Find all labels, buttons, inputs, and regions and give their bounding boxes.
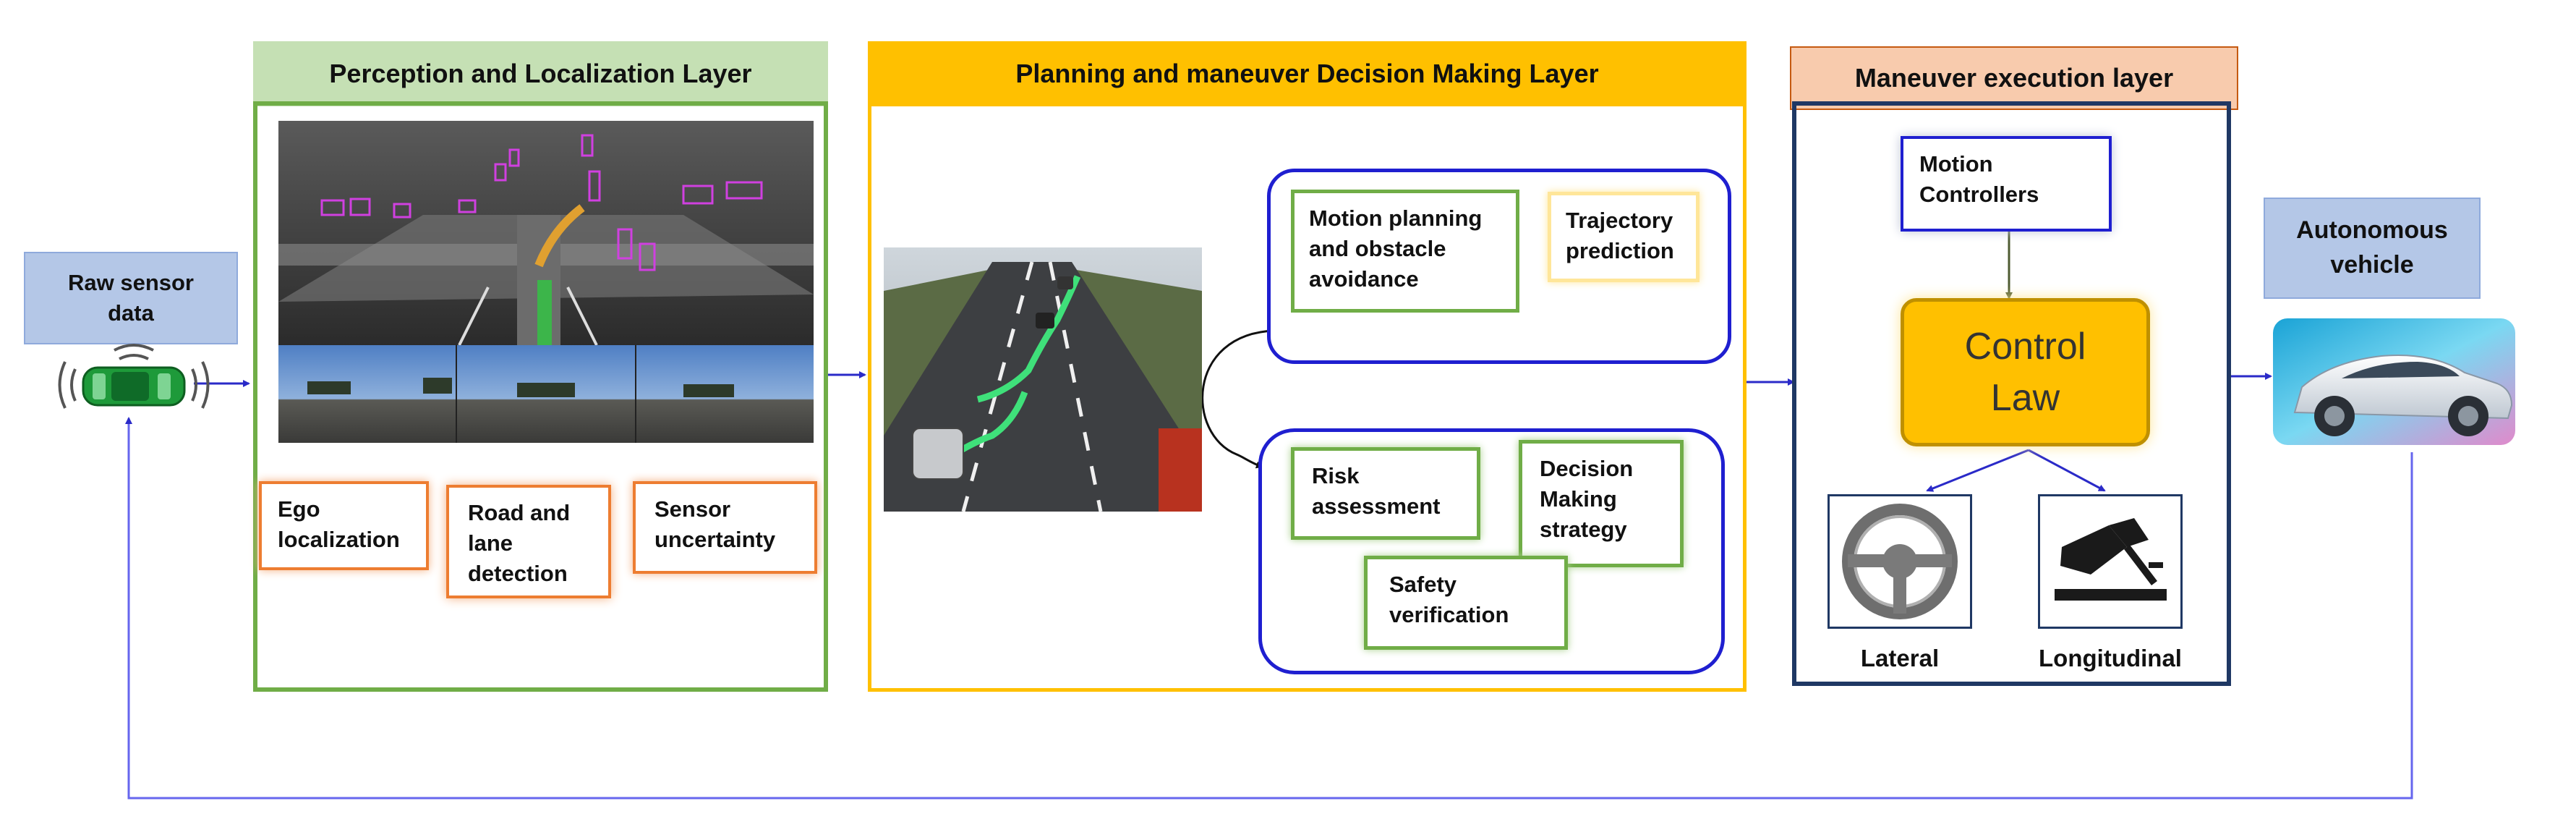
- planning-layer-frame: [868, 101, 1747, 692]
- arrow-controllaw-to-lateral: [1926, 449, 2029, 492]
- planning-layer-title: Planning and maneuver Decision Making La…: [1015, 59, 1599, 88]
- module-ego-localization-text: Ego localization: [278, 496, 400, 552]
- module-road-lane-detection-text: Road and lane detection: [468, 500, 571, 586]
- control-law-box: Control Law: [1901, 298, 2150, 446]
- module-ego-localization: Ego localization: [259, 481, 429, 570]
- lateral-text: Lateral: [1860, 645, 1940, 671]
- risk-assessment-box: Risk assessment: [1291, 447, 1480, 540]
- steering-wheel-tile: [1827, 494, 1972, 629]
- trajectory-prediction-box: Trajectory prediction: [1548, 192, 1699, 282]
- motion-planning-box: Motion planning and obstacle avoidance: [1291, 190, 1519, 313]
- autonomous-car-image: [2273, 318, 2515, 445]
- control-law-text: Control Law: [1964, 326, 2086, 419]
- module-sensor-uncertainty: Sensor uncertainty: [633, 481, 817, 574]
- motion-controllers-box: Motion Controllers: [1901, 136, 2112, 232]
- execution-layer-frame: [1792, 101, 2231, 686]
- perception-layer-header: Perception and Localization Layer: [253, 41, 828, 106]
- safety-verification-box: Safety verification: [1364, 556, 1568, 650]
- motion-controllers-text: Motion Controllers: [1919, 151, 2039, 207]
- raw-sensor-label: Raw sensor data: [24, 252, 238, 344]
- planning-layer-header: Planning and maneuver Decision Making La…: [868, 41, 1747, 106]
- decision-strategy-text: Decision Making strategy: [1540, 456, 1634, 542]
- autonomous-vehicle-label: Autonomous vehicle: [2264, 198, 2481, 299]
- perception-layer-title: Perception and Localization Layer: [329, 59, 752, 88]
- lateral-label: Lateral: [1827, 640, 1972, 677]
- raw-sensor-label-text: Raw sensor data: [67, 270, 194, 326]
- risk-assessment-text: Risk assessment: [1312, 463, 1441, 519]
- steering-wheel-icon: [1842, 504, 1958, 619]
- branch-curve-arrow: [1201, 329, 1275, 469]
- sensor-car-icon: [58, 344, 210, 409]
- highway-image: [884, 247, 1202, 512]
- motion-planning-text: Motion planning and obstacle avoidance: [1309, 205, 1483, 292]
- arrow-controllaw-to-longitudinal: [2028, 449, 2106, 492]
- longitudinal-label: Longitudinal: [2021, 640, 2199, 677]
- execution-layer-header: Maneuver execution layer: [1790, 46, 2238, 110]
- pedal-tile: [2038, 494, 2183, 629]
- decision-strategy-box: Decision Making strategy: [1519, 440, 1684, 567]
- autonomous-vehicle-text: Autonomous vehicle: [2296, 216, 2448, 279]
- perception-layer-frame: [253, 101, 828, 692]
- module-road-lane-detection: Road and lane detection: [446, 485, 611, 598]
- longitudinal-text: Longitudinal: [2039, 645, 2182, 671]
- trajectory-prediction-text: Trajectory prediction: [1566, 208, 1674, 263]
- safety-verification-text: Safety verification: [1389, 572, 1509, 627]
- execution-layer-title: Maneuver execution layer: [1854, 63, 2174, 93]
- module-sensor-uncertainty-text: Sensor uncertainty: [654, 496, 776, 552]
- lidar-camera-image: [278, 121, 814, 443]
- foot-pedal-icon: [2055, 518, 2167, 601]
- feedback-loop-arrow: [125, 417, 2413, 800]
